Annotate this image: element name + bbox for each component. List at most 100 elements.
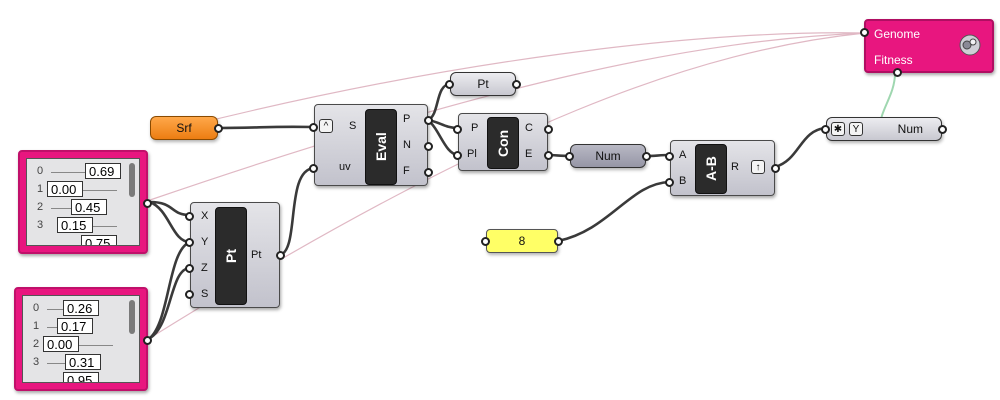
port-s: S	[349, 120, 357, 132]
input-grip-z[interactable]	[185, 264, 194, 273]
input-grip[interactable]	[821, 125, 830, 134]
output-grip[interactable]	[938, 125, 947, 134]
galapagos-icon	[958, 33, 982, 57]
output-grip-r[interactable]	[771, 164, 780, 173]
list-item[interactable]: 2 0.45	[27, 199, 139, 217]
reparameterize-icon[interactable]: ^	[319, 119, 333, 133]
subtraction-component[interactable]: A B A-B R ↑	[665, 140, 780, 196]
row-value[interactable]: 0.69	[85, 163, 121, 179]
output-grip-n[interactable]	[424, 142, 433, 151]
input-grip[interactable]	[445, 80, 454, 89]
input-grip-uv[interactable]	[309, 164, 318, 173]
num-parameter[interactable]: Num	[565, 144, 651, 168]
port-c: C	[525, 122, 533, 134]
output-grip-f[interactable]	[424, 168, 433, 177]
input-grip-p[interactable]	[453, 125, 462, 134]
galapagos-component[interactable]: Genome Fitness	[860, 19, 994, 77]
list-item[interactable]: 1 0.17	[23, 318, 139, 336]
input-grip-a[interactable]	[665, 152, 674, 161]
row-index: 2	[33, 338, 40, 350]
output-grip[interactable]	[512, 80, 521, 89]
port-e: E	[525, 148, 533, 160]
arrow-up-icon[interactable]: ↑	[751, 160, 765, 174]
input-grip-b[interactable]	[665, 178, 674, 187]
row-index: 1	[37, 183, 44, 195]
port-pt-out: Pt	[251, 249, 262, 261]
output-grip-c[interactable]	[544, 125, 553, 134]
row-value[interactable]: 0.00	[47, 181, 83, 197]
r-to-num-wire	[774, 126, 827, 169]
list-item[interactable]: 0.75	[27, 235, 139, 245]
panel-value[interactable]: 8	[518, 234, 526, 248]
con-component[interactable]: P Pl Con C E	[453, 113, 553, 171]
pt-component[interactable]: X Y Z S Pt Pt	[185, 202, 285, 308]
fitness-grip[interactable]	[893, 68, 902, 77]
con-component-title: Con	[487, 117, 519, 169]
eval-component[interactable]: ^ S uv Eval P N F	[309, 104, 433, 186]
num-output-parameter[interactable]: ✱ Y Num	[821, 117, 947, 141]
srf-to-eval-wire	[217, 125, 315, 130]
port-n: N	[403, 139, 411, 151]
output-grip[interactable]	[143, 336, 152, 345]
srf-parameter[interactable]: Srf	[150, 116, 223, 140]
output-grip-p[interactable]	[424, 116, 433, 125]
num-output-label: Num	[897, 122, 923, 136]
port-x: X	[201, 210, 209, 222]
row-value[interactable]: 0.26	[63, 300, 99, 316]
input-grip-x[interactable]	[185, 212, 194, 221]
output-grip[interactable]	[143, 199, 152, 208]
list-item[interactable]: 2 0.00	[23, 336, 139, 354]
output-grip[interactable]	[554, 237, 563, 246]
output-grip[interactable]	[214, 124, 223, 133]
number-panel[interactable]: 8	[481, 229, 563, 253]
list-item[interactable]: 1 0.00	[27, 181, 139, 199]
input-grip[interactable]	[481, 237, 490, 246]
row-value[interactable]: 0.15	[57, 217, 93, 233]
row-value[interactable]: 0.45	[71, 199, 107, 215]
list-item[interactable]: 0 0.69	[27, 163, 139, 181]
port-pl: Pl	[467, 148, 477, 160]
list-item[interactable]: 3 0.31	[23, 354, 139, 372]
list-item[interactable]: 3 0.15	[27, 217, 139, 235]
input-grip-s[interactable]	[309, 123, 318, 132]
port-f: F	[403, 165, 410, 177]
row-value[interactable]: 0.31	[65, 354, 101, 370]
number-slider-1[interactable]: 0 0.69 1 0.00 2 0.45 3 0.15 0.75	[18, 150, 152, 254]
row-index: 0	[33, 302, 40, 314]
row-value[interactable]: 0.75	[81, 235, 117, 245]
funnel-icon[interactable]: Y	[849, 122, 863, 136]
slider-list[interactable]: 0 0.26 1 0.17 2 0.00 3 0.31 0.95	[22, 295, 140, 383]
slider2-to-z-wire	[149, 266, 191, 340]
pt-to-uv-wire	[279, 166, 315, 257]
output-grip[interactable]	[642, 152, 651, 161]
slider-list[interactable]: 0 0.69 1 0.00 2 0.45 3 0.15 0.75	[26, 158, 140, 246]
subtraction-title: A-B	[695, 144, 727, 194]
asterisk-icon[interactable]: ✱	[831, 122, 845, 136]
port-z: Z	[201, 262, 208, 274]
input-grip-s[interactable]	[185, 290, 194, 299]
port-a: A	[679, 149, 687, 161]
number-slider-2[interactable]: 0 0.26 1 0.17 2 0.00 3 0.31 0.95	[14, 287, 152, 391]
row-index: 0	[37, 165, 44, 177]
row-value[interactable]: 0.00	[43, 336, 79, 352]
list-item[interactable]: 0 0.26	[23, 300, 139, 318]
port-s: S	[201, 288, 209, 300]
port-b: B	[679, 175, 687, 187]
input-grip-pl[interactable]	[453, 151, 462, 160]
row-index: 2	[37, 201, 44, 213]
input-grip-y[interactable]	[185, 238, 194, 247]
scrollbar[interactable]	[129, 300, 135, 334]
scrollbar[interactable]	[129, 163, 135, 197]
pt-parameter[interactable]: Pt	[445, 72, 521, 96]
output-grip[interactable]	[276, 251, 285, 260]
eval-component-title: Eval	[365, 109, 397, 185]
slider2-to-y-wire	[149, 240, 191, 339]
input-grip[interactable]	[565, 152, 574, 161]
genome-grip[interactable]	[860, 28, 869, 37]
row-value[interactable]: 0.95	[63, 372, 99, 382]
row-value[interactable]: 0.17	[57, 318, 93, 334]
srf-label: Srf	[176, 121, 192, 135]
output-grip-e[interactable]	[544, 151, 553, 160]
row-index: 1	[33, 320, 40, 332]
list-item[interactable]: 0.95	[23, 372, 139, 382]
